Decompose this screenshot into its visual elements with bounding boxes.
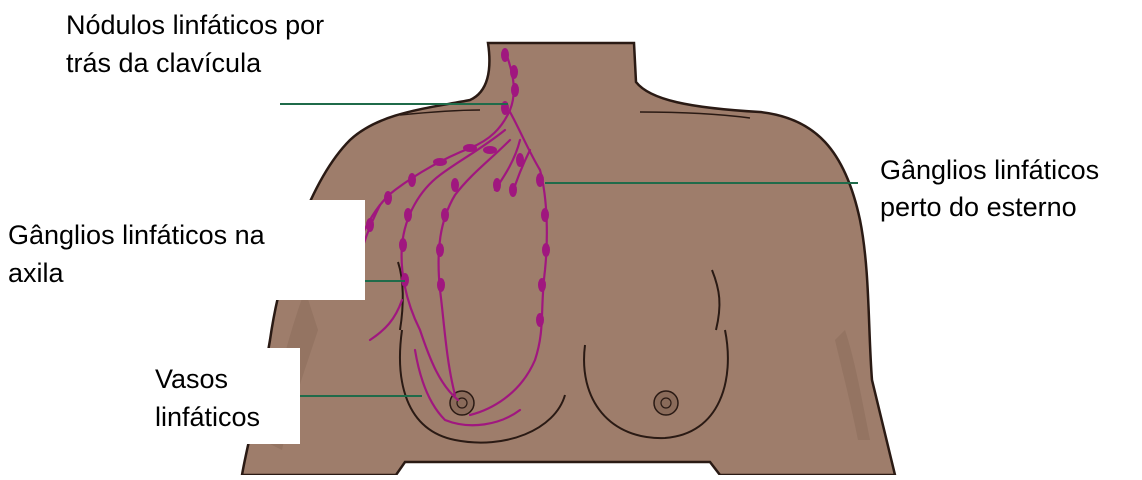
node-mid-4: [437, 278, 445, 292]
sternum-label-line1: Gânglios linfáticos: [880, 153, 1099, 187]
node-sternal-2: [541, 208, 549, 222]
node-sternal-3: [542, 243, 550, 257]
clavicle-label-line2: trás da clavícula: [66, 46, 261, 80]
clavicle-label-line1: Nódulos linfáticos por: [66, 8, 324, 42]
node-mid-2: [441, 208, 449, 222]
axilla-label-line1: Gânglios linfáticos na: [8, 218, 265, 252]
node-upper-2: [509, 183, 517, 197]
axilla-label-line2: axila: [8, 256, 64, 290]
node-axilla-5: [366, 218, 374, 232]
node-mid-1: [451, 178, 459, 192]
node-axilla-1: [463, 144, 477, 152]
node-axilla-4: [384, 191, 392, 205]
vessels-label-line2: linfáticos: [155, 400, 260, 434]
node-upper-1: [493, 178, 501, 192]
node-clav-3: [511, 83, 519, 97]
node-mid-3: [436, 243, 444, 257]
node-clav-1: [501, 48, 509, 62]
node-axilla-2: [433, 158, 447, 166]
vessels-label-line1: Vasos: [155, 362, 228, 396]
node-upper-4: [483, 146, 497, 154]
node-sternal-1: [536, 173, 544, 187]
node-clav-2: [510, 65, 518, 79]
node-sternal-5: [536, 313, 544, 327]
node-upper-3: [516, 153, 524, 167]
node-inner-1: [404, 208, 412, 222]
node-axilla-3: [408, 173, 416, 187]
right-nipple: [654, 391, 678, 415]
node-sternal-4: [538, 278, 546, 292]
sternum-label-line2: perto do esterno: [880, 190, 1077, 224]
node-inner-2: [399, 238, 407, 252]
